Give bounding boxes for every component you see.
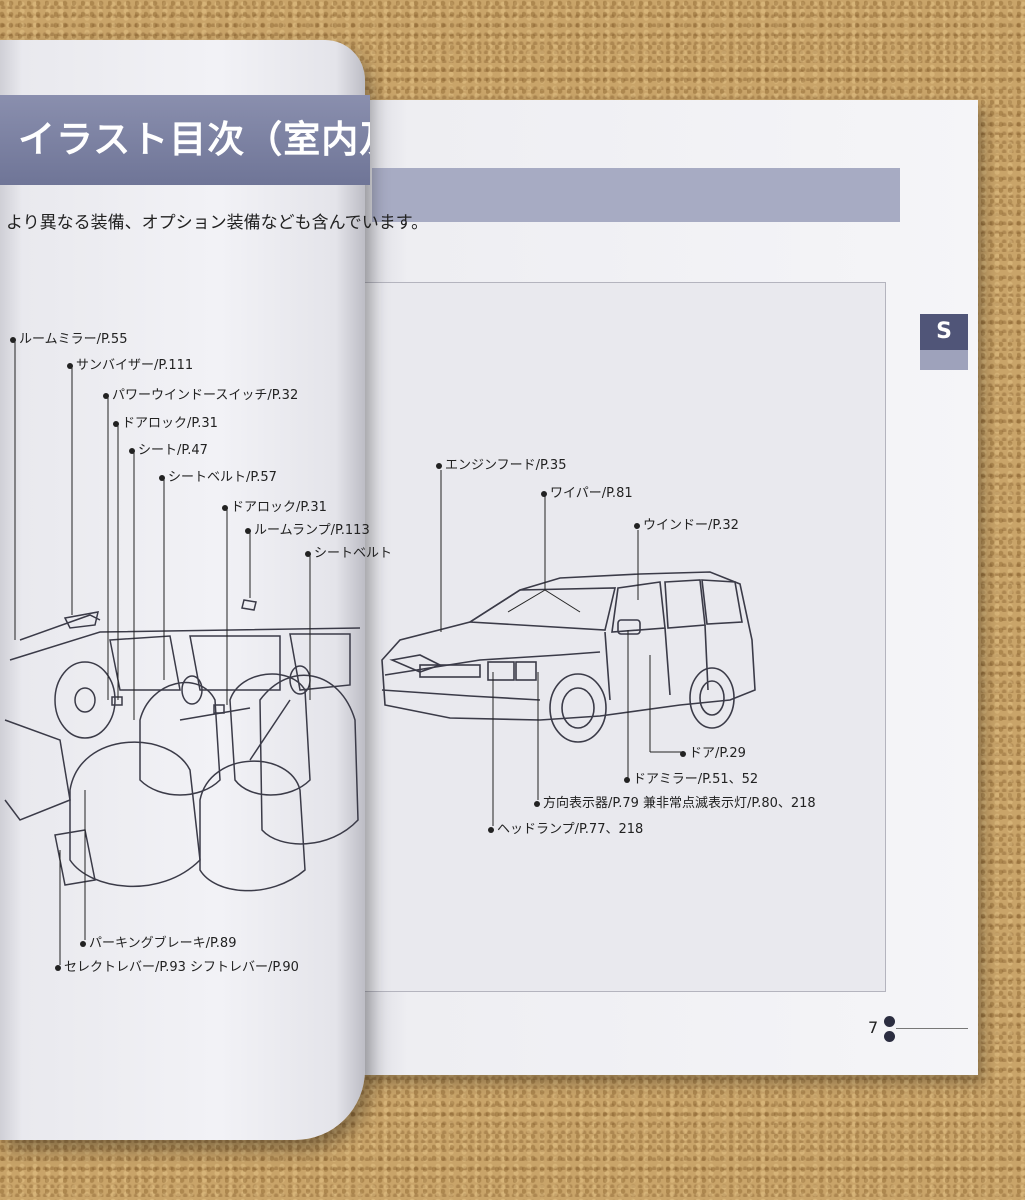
page-subtitle: より異なる装備、オプション装備なども含んでいます。 xyxy=(6,213,429,233)
section-tab-strip xyxy=(920,350,968,370)
label-seatbelt[interactable]: シートベルト/P.57 xyxy=(159,470,277,486)
label-turn-signal[interactable]: 方向表示器/P.79 兼非常点滅表示灯/P.80、218 xyxy=(534,796,816,812)
page-number: 7 xyxy=(868,1018,879,1037)
label-door-mirror[interactable]: ドアミラー/P.51、52 xyxy=(624,772,758,788)
label-parking-brake[interactable]: パーキングブレーキ/P.89 xyxy=(80,936,236,952)
page-marker-dot xyxy=(884,1031,895,1042)
label-headlamp[interactable]: ヘッドランプ/P.77、218 xyxy=(488,822,643,838)
exterior-illustration-frame xyxy=(362,282,886,992)
right-header-band xyxy=(372,168,900,222)
label-sun-visor[interactable]: サンバイザー/P.111 xyxy=(67,358,193,374)
label-engine-hood[interactable]: エンジンフード/P.35 xyxy=(436,458,566,474)
label-power-window-switch[interactable]: パワーウインドースイッチ/P.32 xyxy=(103,388,298,404)
label-room-mirror[interactable]: ルームミラー/P.55 xyxy=(10,332,127,348)
label-door-lock-2[interactable]: ドアロック/P.31 xyxy=(222,500,327,516)
page-title: イラスト目次（室内及び外観 xyxy=(0,95,370,185)
page-marker-dot xyxy=(884,1016,895,1027)
label-room-lamp[interactable]: ルームランプ/P.113 xyxy=(245,523,370,539)
label-seat[interactable]: シート/P.47 xyxy=(129,443,208,459)
label-door-lock-1[interactable]: ドアロック/P.31 xyxy=(113,416,218,432)
left-page xyxy=(0,40,365,1140)
label-window[interactable]: ウインドー/P.32 xyxy=(634,518,739,534)
page-rule xyxy=(896,1028,968,1029)
label-wiper[interactable]: ワイパー/P.81 xyxy=(541,486,633,502)
label-seatbelt-rear[interactable]: シートベルト xyxy=(305,546,392,562)
label-door[interactable]: ドア/P.29 xyxy=(680,746,746,762)
label-select-shift-lever[interactable]: セレクトレバー/P.93 シフトレバー/P.90 xyxy=(55,960,299,976)
section-tab-s[interactable]: S xyxy=(920,314,968,350)
